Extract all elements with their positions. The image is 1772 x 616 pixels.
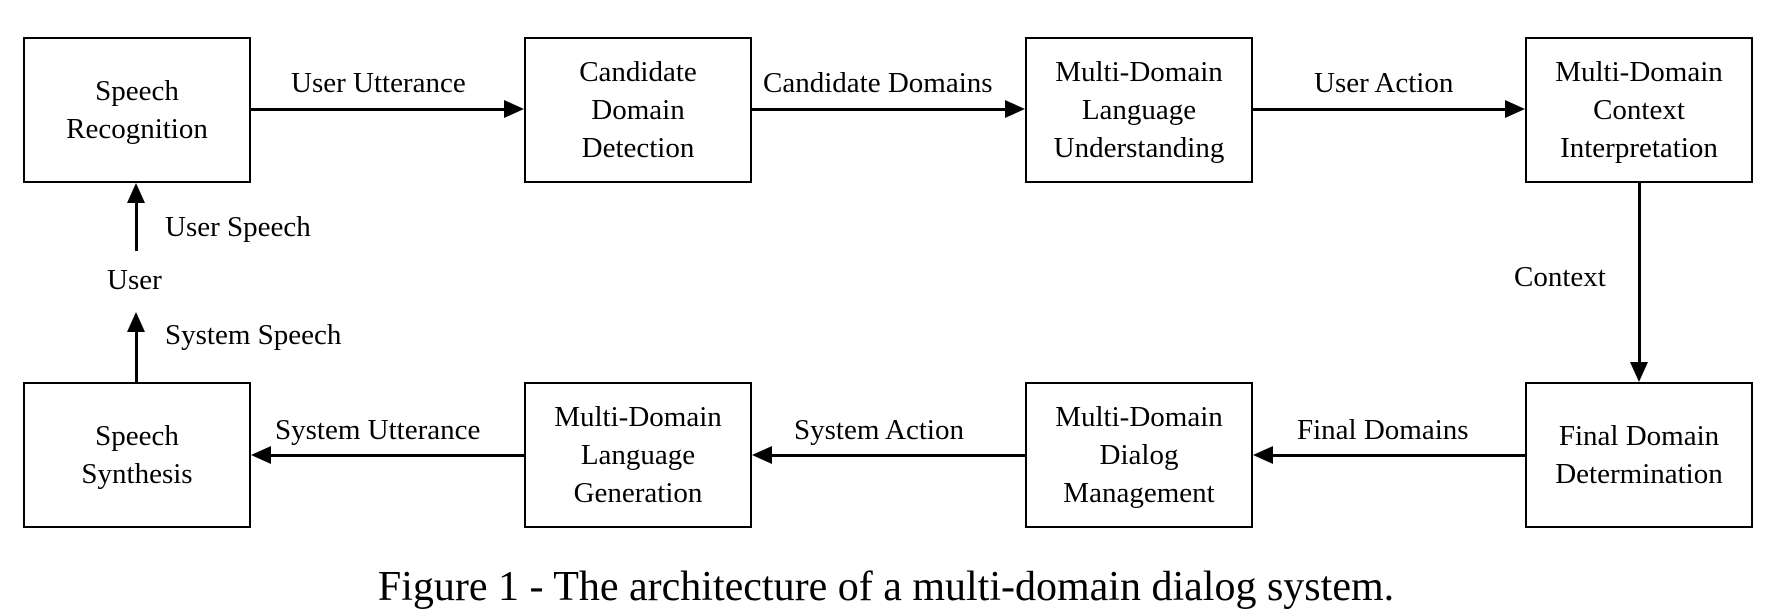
arrow-final-domains-head: [1253, 446, 1273, 464]
arrow-system-action-head: [752, 446, 772, 464]
final-domain-determination-label: Final Domain Determination: [1555, 420, 1723, 490]
speech-recognition-box: Speech Recognition: [23, 37, 251, 183]
arrow-candidate-domains-head: [1005, 100, 1025, 118]
candidate-domain-detection-box: Candidate Domain Detection: [524, 37, 752, 183]
candidate-domain-detection-label: Candidate Domain Detection: [579, 56, 697, 164]
arrow-user-action-head: [1505, 100, 1525, 118]
arrow-system-speech-line: [135, 330, 138, 382]
arrow-system-speech-head: [127, 312, 145, 332]
md-language-generation-label: Multi-Domain Language Generation: [554, 401, 722, 509]
arrow-system-utterance-head: [251, 446, 271, 464]
figure-caption: Figure 1 - The architecture of a multi-d…: [377, 564, 1395, 610]
user-node: User: [107, 264, 162, 296]
arrow-user-speech-head: [127, 183, 145, 203]
speech-recognition-label: Speech Recognition: [66, 75, 208, 145]
arrow-system-utterance-line: [271, 454, 524, 457]
md-language-understanding-box: Multi-Domain Language Understanding: [1025, 37, 1253, 183]
speech-synthesis-label: Speech Synthesis: [81, 420, 193, 490]
edge-label-system-utterance: System Utterance: [275, 414, 481, 446]
speech-synthesis-box: Speech Synthesis: [23, 382, 251, 528]
arrow-final-domains-line: [1273, 454, 1525, 457]
arrow-context-line: [1638, 183, 1641, 364]
edge-label-final-domains: Final Domains: [1297, 414, 1469, 446]
edge-label-user-action: User Action: [1314, 67, 1454, 99]
md-language-generation-box: Multi-Domain Language Generation: [524, 382, 752, 528]
arrow-user-action-line: [1253, 108, 1507, 111]
edge-label-system-speech: System Speech: [165, 319, 342, 351]
arrow-user-utterance-head: [504, 100, 524, 118]
md-dialog-management-label: Multi-Domain Dialog Management: [1055, 401, 1223, 509]
edge-label-context: Context: [1514, 261, 1606, 293]
md-dialog-management-box: Multi-Domain Dialog Management: [1025, 382, 1253, 528]
final-domain-determination-box: Final Domain Determination: [1525, 382, 1753, 528]
arrow-candidate-domains-line: [752, 108, 1007, 111]
edge-label-user-utterance: User Utterance: [291, 67, 466, 99]
arrow-user-speech-line: [135, 201, 138, 251]
arrow-context-head: [1630, 362, 1648, 382]
arrow-system-action-line: [772, 454, 1025, 457]
md-language-understanding-label: Multi-Domain Language Understanding: [1053, 56, 1225, 164]
md-context-interpretation-label: Multi-Domain Context Interpretation: [1555, 56, 1723, 164]
edge-label-candidate-domains: Candidate Domains: [763, 67, 993, 99]
edge-label-user-speech: User Speech: [165, 211, 311, 243]
edge-label-system-action: System Action: [794, 414, 964, 446]
arrow-user-utterance-line: [251, 108, 506, 111]
md-context-interpretation-box: Multi-Domain Context Interpretation: [1525, 37, 1753, 183]
